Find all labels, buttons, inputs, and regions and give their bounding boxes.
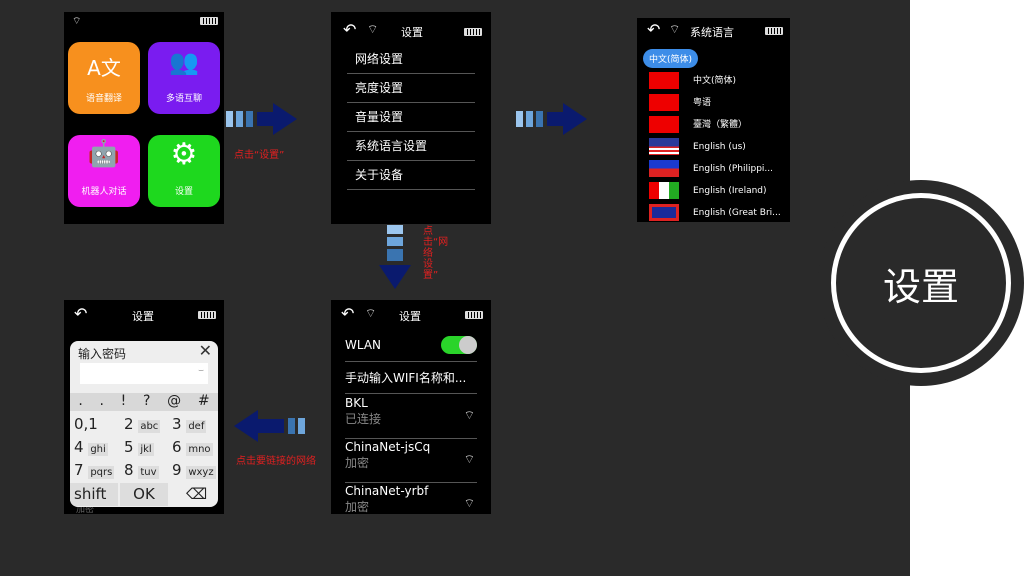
wlan-row: WLAN bbox=[345, 334, 477, 362]
wifi-lock-icon: ⌔ bbox=[463, 408, 475, 422]
ok-key[interactable]: OK bbox=[120, 483, 168, 506]
arrow-left bbox=[234, 410, 308, 442]
app-robot-chat[interactable]: 🤖机器人对话 bbox=[68, 135, 140, 207]
badge-title: 设置 bbox=[882, 264, 959, 309]
language-item[interactable]: English (us) bbox=[649, 138, 746, 158]
key-6[interactable]: 6 mno bbox=[172, 438, 213, 456]
menu-item-volume[interactable]: 音量设置 bbox=[347, 103, 475, 132]
password-screen: ↶ 设置 加密 输入密码 ✕ ⌣ ..!? @ # 0,1 2 abc 3 def … bbox=[64, 300, 224, 514]
wifi-icon: ⌔ bbox=[367, 22, 379, 36]
wifi-icon: ⌔ bbox=[365, 306, 377, 320]
people-icon: 👥 bbox=[169, 48, 199, 76]
symbol-key[interactable]: @ bbox=[167, 393, 182, 409]
menu-item-about[interactable]: 关于设备 bbox=[347, 161, 475, 190]
behind-status: 加密 bbox=[76, 505, 95, 514]
home-screen: ⌔ A文语音翻译 👥多语互聊 🤖机器人对话 ⚙设置 bbox=[64, 12, 224, 224]
language-screen: ↶ ⌔ 系统语言 中文(简体) 中文(简体) 粤语 臺灣（繁體） English… bbox=[637, 18, 790, 222]
symbol-key[interactable]: # bbox=[197, 393, 210, 409]
symbol-key[interactable]: . bbox=[99, 393, 104, 409]
key-5[interactable]: 5 jkl bbox=[124, 438, 154, 456]
gear-icon: ⚙ bbox=[170, 137, 198, 172]
wlan-toggle[interactable] bbox=[441, 336, 477, 354]
wifi-lock-icon: ⌔ bbox=[463, 496, 475, 510]
screen-title: 设置 bbox=[399, 310, 421, 323]
wifi-icon: ⌔ bbox=[72, 16, 82, 27]
back-icon[interactable]: ↶ bbox=[343, 20, 357, 39]
key-3[interactable]: 3 def bbox=[172, 415, 207, 433]
symbol-row: ..!? @ # bbox=[70, 393, 218, 411]
language-item[interactable]: English (Great Bri... bbox=[649, 204, 781, 222]
wifi-lock-icon: ⌔ bbox=[463, 452, 475, 466]
password-dialog: 输入密码 ✕ ⌣ ..!? @ # 0,1 2 abc 3 def 4 ghi 5 … bbox=[70, 341, 218, 507]
eye-closed-icon[interactable]: ⌣ bbox=[198, 366, 204, 376]
battery-icon bbox=[200, 17, 218, 25]
battery-icon bbox=[198, 311, 216, 319]
wifi-icon: ⌔ bbox=[669, 22, 681, 36]
language-item[interactable]: 臺灣（繁體） bbox=[649, 116, 747, 136]
us-flag-icon bbox=[649, 138, 679, 155]
key-9[interactable]: 9 wxyz bbox=[172, 461, 216, 479]
dialog-title: 输入密码 bbox=[78, 347, 127, 361]
settings-screen: ↶ ⌔ 设置 网络设置 亮度设置 音量设置 系统语言设置 关于设备 bbox=[331, 12, 491, 224]
screen-title: 系统语言 bbox=[690, 26, 734, 39]
philippines-flag-icon bbox=[649, 160, 679, 177]
step1-caption: 点击“设置” bbox=[234, 150, 285, 161]
uk-flag-icon bbox=[649, 204, 679, 221]
language-item[interactable]: 中文(简体) bbox=[649, 72, 736, 92]
key-8[interactable]: 8 tuv bbox=[124, 461, 159, 479]
title-badge: 设置 bbox=[818, 180, 1024, 386]
robot-icon: 🤖 bbox=[87, 139, 121, 169]
battery-icon bbox=[464, 28, 482, 36]
password-input[interactable]: ⌣ bbox=[80, 363, 208, 384]
translate-icon: A文 bbox=[87, 56, 121, 80]
shift-key[interactable]: shift bbox=[70, 483, 118, 506]
screen-title: 设置 bbox=[401, 26, 423, 39]
manual-wifi-entry[interactable]: 手动输入WIFI名称和... bbox=[345, 362, 477, 394]
language-item[interactable]: English (Ireland) bbox=[649, 182, 767, 202]
screen-title: 设置 bbox=[132, 310, 154, 323]
key-4[interactable]: 4 ghi bbox=[74, 438, 108, 456]
battery-icon bbox=[465, 311, 483, 319]
symbol-key[interactable]: . bbox=[78, 393, 83, 409]
language-item[interactable]: 粤语 bbox=[649, 94, 711, 114]
backspace-icon[interactable]: ⌫ bbox=[186, 485, 208, 503]
battery-icon bbox=[765, 27, 783, 35]
menu-item-brightness[interactable]: 亮度设置 bbox=[347, 74, 475, 103]
key-7[interactable]: 7 pqrs bbox=[74, 461, 115, 479]
language-item[interactable]: English (Philippi... bbox=[649, 160, 773, 180]
ireland-flag-icon bbox=[649, 182, 679, 199]
app-settings[interactable]: ⚙设置 bbox=[148, 135, 220, 207]
key-2[interactable]: 2 abc bbox=[124, 415, 161, 433]
china-flag-icon bbox=[649, 72, 679, 89]
step2-caption: 点击“网络设置” bbox=[423, 226, 449, 281]
arrow-right-2 bbox=[516, 103, 587, 135]
symbol-key[interactable]: ? bbox=[142, 393, 151, 409]
selected-language-pill: 中文(简体) bbox=[643, 49, 699, 68]
menu-item-network[interactable]: 网络设置 bbox=[347, 45, 475, 74]
close-icon[interactable]: ✕ bbox=[198, 341, 212, 360]
key-0-1[interactable]: 0,1 bbox=[74, 415, 98, 433]
back-icon[interactable]: ↶ bbox=[341, 304, 355, 323]
menu-item-language[interactable]: 系统语言设置 bbox=[347, 132, 475, 161]
symbol-key[interactable]: ! bbox=[120, 393, 127, 409]
step3-caption: 点击要链接的网络 bbox=[236, 456, 316, 467]
back-icon[interactable]: ↶ bbox=[74, 304, 88, 323]
taiwan-flag-icon bbox=[649, 116, 679, 133]
arrow-right-1 bbox=[226, 103, 297, 135]
app-voice-translate[interactable]: A文语音翻译 bbox=[68, 42, 140, 114]
arrow-down bbox=[379, 225, 411, 289]
app-multi-chat[interactable]: 👥多语互聊 bbox=[148, 42, 220, 114]
back-icon[interactable]: ↶ bbox=[647, 20, 661, 39]
hongkong-flag-icon bbox=[649, 94, 679, 111]
